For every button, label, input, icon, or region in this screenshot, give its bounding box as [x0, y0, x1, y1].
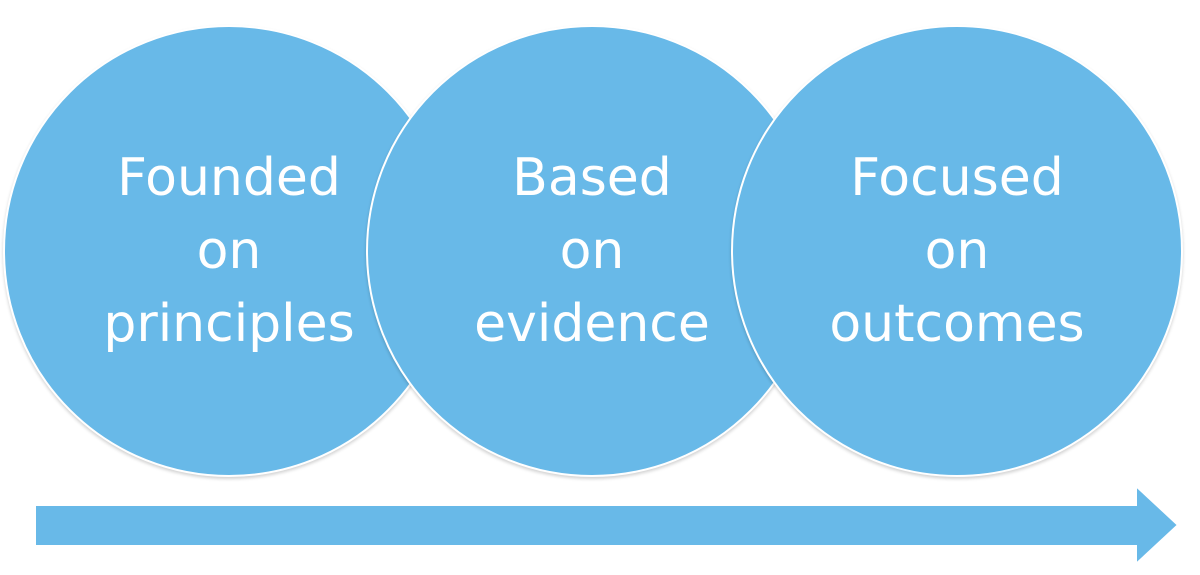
circle-label-line: Focused [850, 147, 1064, 208]
circle-label-line: principles [103, 293, 355, 354]
circle-label-line: evidence [474, 293, 710, 354]
circle-label: Based on evidence [474, 142, 710, 361]
circle-label-line: on [559, 220, 625, 281]
circle-label-line: on [924, 220, 990, 281]
circle-label-line: Based [512, 147, 672, 208]
circle-label-line: outcomes [829, 293, 1085, 354]
circle-based-on-evidence: Based on evidence [366, 25, 818, 477]
circle-label: Focused on outcomes [829, 142, 1084, 361]
circle-focused-on-outcomes: Focused on outcomes [731, 25, 1183, 477]
circle-label: Founded on principles [103, 142, 354, 361]
circle-label-line: on [196, 220, 262, 281]
circle-label-line: Founded [117, 147, 341, 208]
progress-arrow-shape [34, 483, 1180, 567]
